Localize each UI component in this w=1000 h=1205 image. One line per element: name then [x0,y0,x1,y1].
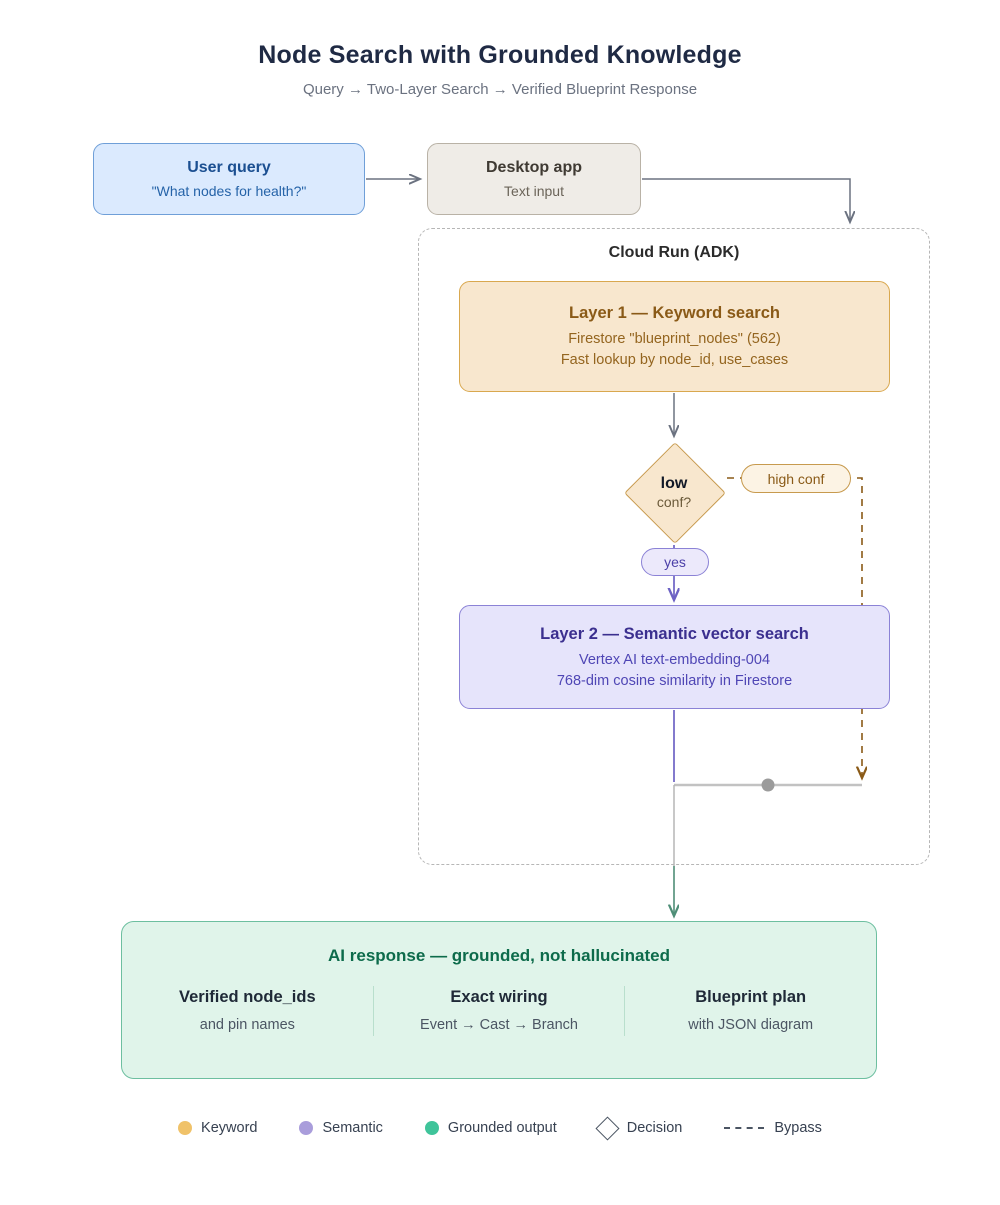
output-col-title: Verified node_ids [179,988,316,1006]
page-subtitle: Query → Two-Layer Search → Verified Blue… [302,80,698,98]
desktop-app-node[interactable]: Desktop app Text input [427,143,641,215]
cloud-run-title: Cloud Run (ADK) [608,244,740,261]
legend-label: Keyword [201,1120,258,1136]
layer1-title: Layer 1 — Keyword search [569,304,780,322]
keyword-dot-icon [178,1121,193,1135]
output-col-title: Exact wiring [450,988,548,1006]
decision-node-low-conf[interactable]: low conf? [622,440,726,544]
yes-label: yes [664,554,686,570]
user-query-title: User query [187,158,271,176]
legend-item-decision: Decision [595,1115,683,1141]
legend-item-keyword: Keyword [178,1120,257,1136]
layer2-title: Layer 2 — Semantic vector search [540,624,809,643]
output-col-subtitle: with JSON diagram [688,1017,814,1033]
output-column-exact-wiring: Exact wiring Event → Cast → Branch [372,986,625,1036]
legend-label: Semantic [322,1120,383,1136]
desktop-app-subtitle: Text input [504,182,564,199]
user-query-subtitle: "What nodes for health?" [151,182,307,199]
output-title: AI response — grounded, not hallucinated [328,946,670,965]
user-query-node[interactable]: User query "What nodes for health?" [93,143,365,215]
legend-item-bypass: Bypass [724,1120,822,1136]
high-conf-label: high conf [767,470,825,487]
legend-label: Decision [626,1120,683,1136]
legend-item-semantic: Semantic [299,1120,383,1136]
desktop-app-title: Desktop app [485,158,582,176]
output-columns: Verified node_ids and pin names Exact wi… [122,986,876,1036]
decision-line2: conf? [656,493,692,510]
legend-label: Grounded output [447,1120,557,1136]
layer2-line2: 768-dim cosine similarity in Firestore [556,672,793,689]
decision-line1: low [660,474,688,492]
output-column-verified-node-ids: Verified node_ids and pin names [122,986,373,1036]
dashed-line-icon [724,1127,765,1129]
output-col-title: Blueprint plan [695,988,807,1006]
output-column-blueprint-plan: Blueprint plan with JSON diagram [624,986,876,1036]
layer2-line1: Vertex AI text-embedding-004 [578,651,771,668]
grounded-output-dot-icon [424,1121,439,1135]
legend: Keyword Semantic Grounded output Decisio… [0,1112,1000,1144]
cloud-run-container [418,228,930,865]
output-col-subtitle: and pin names [199,1017,295,1033]
layer2-semantic-search-node[interactable]: Layer 2 — Semantic vector search Vertex … [459,605,890,709]
edge-label-high-conf: high conf [741,464,851,493]
diamond-outline-icon [595,1115,620,1141]
semantic-dot-icon [299,1121,314,1135]
layer1-line1: Firestore "blueprint_nodes" (562) [568,331,781,347]
legend-label: Bypass [774,1120,822,1136]
page-title: Node Search with Grounded Knowledge [258,40,742,69]
edge-desktop-to-cloudrun [642,178,850,222]
output-col-subtitle: Event → Cast → Branch [420,1017,578,1033]
layer1-line2: Fast lookup by node_id, use_cases [560,352,789,368]
ai-response-output-node[interactable]: AI response — grounded, not hallucinated… [121,921,877,1079]
layer1-keyword-search-node[interactable]: Layer 1 — Keyword search Firestore "blue… [459,281,890,392]
edge-label-yes: yes [641,548,709,576]
merge-junction-dot [761,778,775,792]
legend-item-grounded-output: Grounded output [424,1120,557,1136]
